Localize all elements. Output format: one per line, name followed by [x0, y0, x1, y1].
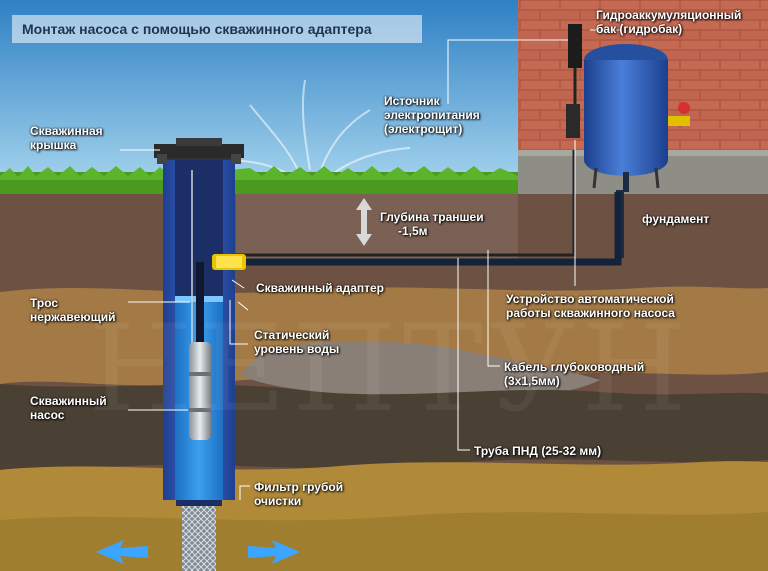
- automation-box: [566, 104, 580, 138]
- well-adapter-part: [212, 254, 246, 270]
- label-well-adapter: Скважинный адаптер: [256, 281, 384, 295]
- riser-pipe: [196, 262, 204, 358]
- label-foundation: фундамент: [642, 212, 710, 226]
- hydro-tank: [584, 44, 690, 192]
- coarse-filter-mesh: [182, 500, 216, 571]
- trench-depth-arrow: [356, 198, 372, 246]
- label-trench-depth: Глубина траншеи-1,5м: [380, 210, 484, 238]
- electrical-panel-box: [568, 24, 582, 68]
- label-hdpe-pipe: Труба ПНД (25-32 мм): [474, 444, 602, 458]
- hdpe-pipe: [232, 192, 622, 266]
- well-casing: [160, 152, 238, 500]
- inflow-arrows: [96, 540, 300, 564]
- trench: [236, 194, 518, 264]
- label-deep-cable: Кабель глубоководный(3x1,5мм): [504, 360, 645, 388]
- water-splash: [224, 79, 411, 179]
- diagram-title: Монтаж насоса с помощью скважинного адап…: [12, 15, 422, 43]
- clay-lens: [240, 340, 600, 401]
- cable-line: [232, 150, 576, 257]
- submersible-pump: [189, 342, 211, 440]
- well-cap: [154, 138, 244, 164]
- watermark: НЕПТУН: [88, 300, 693, 439]
- leader-lines: [120, 29, 620, 500]
